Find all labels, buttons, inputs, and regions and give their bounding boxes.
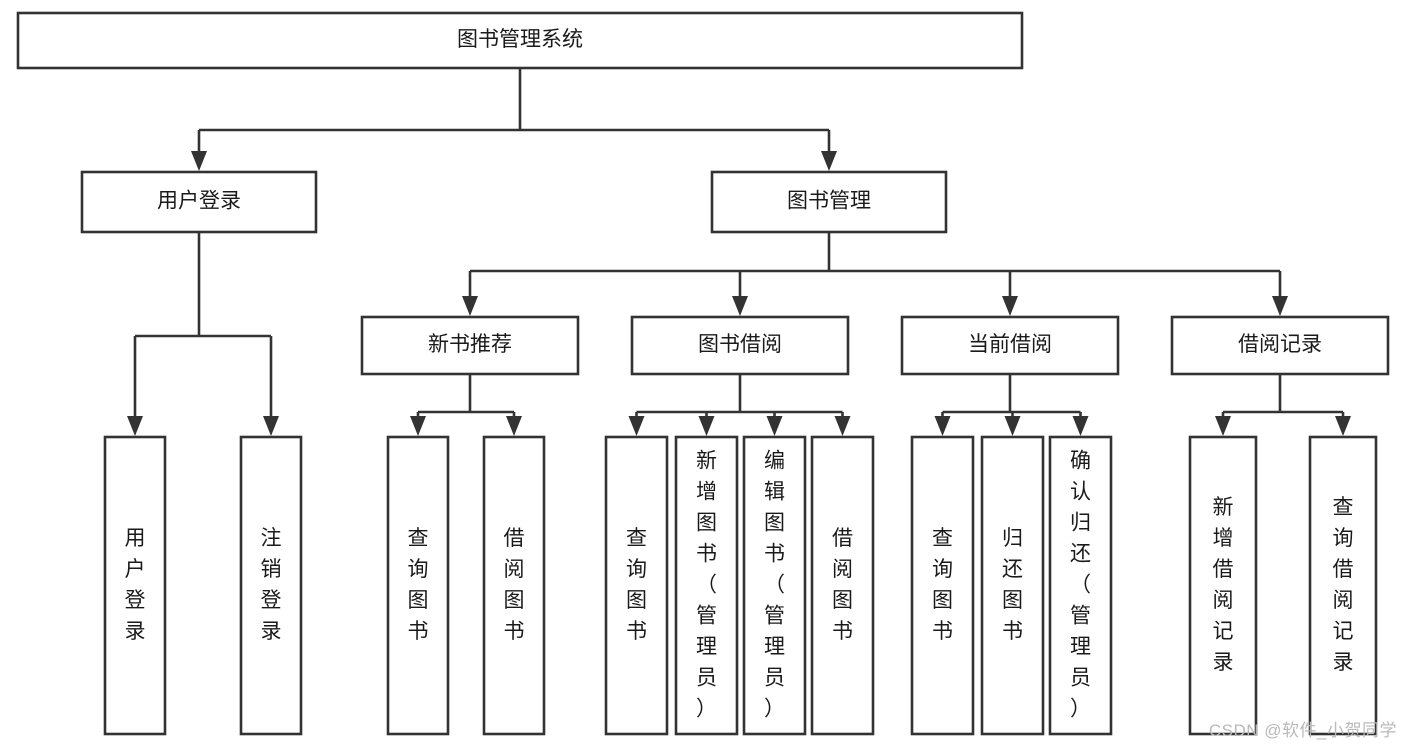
node-label: 确认归还（管理员） <box>1070 449 1091 720</box>
node-label: 用户登录 <box>157 190 241 213</box>
node-leaf9[interactable]: 查询图书 <box>910 435 975 736</box>
node-box[interactable] <box>1188 435 1258 736</box>
arrow-head <box>834 416 851 436</box>
node-newbook[interactable]: 新书推荐 <box>360 315 580 376</box>
arrow-head <box>263 416 279 436</box>
node-label: 当前借阅 <box>968 333 1052 356</box>
node-bookmgmt[interactable]: 图书管理 <box>710 170 948 234</box>
node-box[interactable] <box>674 435 739 736</box>
arrow-head <box>506 416 522 436</box>
arrow-head <box>410 416 426 436</box>
node-label: 新增借阅记录 <box>1213 496 1234 674</box>
node-box[interactable] <box>1048 435 1113 736</box>
node-current[interactable]: 当前借阅 <box>900 315 1120 376</box>
node-box[interactable] <box>1308 435 1378 736</box>
node-box[interactable] <box>360 315 580 376</box>
node-box[interactable] <box>710 170 948 234</box>
node-records[interactable]: 借阅记录 <box>1170 315 1390 376</box>
connector-layer <box>127 68 1351 436</box>
node-login[interactable]: 用户登录 <box>80 170 318 234</box>
node-leaf2[interactable]: 注销登录 <box>239 435 303 736</box>
node-label: 查询借阅记录 <box>1333 496 1354 674</box>
node-leaf11[interactable]: 确认归还（管理员） <box>1048 435 1113 736</box>
node-label: 图书借阅 <box>698 333 782 356</box>
node-box[interactable] <box>1170 315 1390 376</box>
node-label: 新增图书（管理员） <box>696 449 717 720</box>
node-leaf5[interactable]: 查询图书 <box>604 435 669 736</box>
node-box[interactable] <box>630 315 850 376</box>
node-layer: 图书管理系统用户登录图书管理新书推荐图书借阅当前借阅借阅记录用户登录注销登录查询… <box>16 11 1390 736</box>
node-box[interactable] <box>910 435 975 736</box>
arrow-head <box>628 416 645 436</box>
node-label: 编辑图书（管理员） <box>764 449 785 720</box>
node-box[interactable] <box>16 11 1024 70</box>
arrow-head <box>1335 416 1351 436</box>
node-label: 借阅图书 <box>504 527 525 643</box>
node-label: 查询图书 <box>932 527 953 643</box>
node-box[interactable] <box>980 435 1045 736</box>
arrow-head <box>191 151 207 171</box>
node-root[interactable]: 图书管理系统 <box>16 11 1024 70</box>
node-box[interactable] <box>239 435 303 736</box>
node-box[interactable] <box>103 435 167 736</box>
node-leaf13[interactable]: 查询借阅记录 <box>1308 435 1378 736</box>
arrow-head <box>732 296 748 316</box>
arrow-head <box>821 151 837 171</box>
node-leaf10[interactable]: 归还图书 <box>980 435 1045 736</box>
node-leaf4[interactable]: 借阅图书 <box>482 435 546 736</box>
node-box[interactable] <box>386 435 450 736</box>
node-box[interactable] <box>900 315 1120 376</box>
node-box[interactable] <box>742 435 807 736</box>
node-leaf3[interactable]: 查询图书 <box>386 435 450 736</box>
node-label: 借阅图书 <box>832 527 853 643</box>
node-label: 查询图书 <box>408 527 429 643</box>
node-leaf1[interactable]: 用户登录 <box>103 435 167 736</box>
node-borrow[interactable]: 图书借阅 <box>630 315 850 376</box>
arrow-head <box>934 416 951 436</box>
node-label: 图书管理系统 <box>457 28 583 51</box>
node-label: 用户登录 <box>125 527 146 643</box>
arrow-head <box>766 416 783 436</box>
node-label: 查询图书 <box>626 527 647 643</box>
node-leaf8[interactable]: 借阅图书 <box>810 435 875 736</box>
node-leaf7[interactable]: 编辑图书（管理员） <box>742 435 807 736</box>
node-leaf6[interactable]: 新增图书（管理员） <box>674 435 739 736</box>
node-label: 借阅记录 <box>1238 333 1322 356</box>
arrow-head <box>127 416 143 436</box>
arrow-head <box>1004 416 1021 436</box>
node-box[interactable] <box>80 170 318 234</box>
node-box[interactable] <box>810 435 875 736</box>
arrow-head <box>1072 416 1089 436</box>
arrow-head <box>1215 416 1231 436</box>
arrow-head <box>1002 296 1018 316</box>
arrow-head <box>462 296 478 316</box>
node-label: 新书推荐 <box>428 333 512 356</box>
node-label: 归还图书 <box>1002 527 1023 643</box>
node-label: 图书管理 <box>787 190 871 213</box>
node-box[interactable] <box>604 435 669 736</box>
arrow-head <box>1272 296 1288 316</box>
node-label: 注销登录 <box>261 527 282 643</box>
node-box[interactable] <box>482 435 546 736</box>
node-leaf12[interactable]: 新增借阅记录 <box>1188 435 1258 736</box>
arrow-head <box>698 416 715 436</box>
